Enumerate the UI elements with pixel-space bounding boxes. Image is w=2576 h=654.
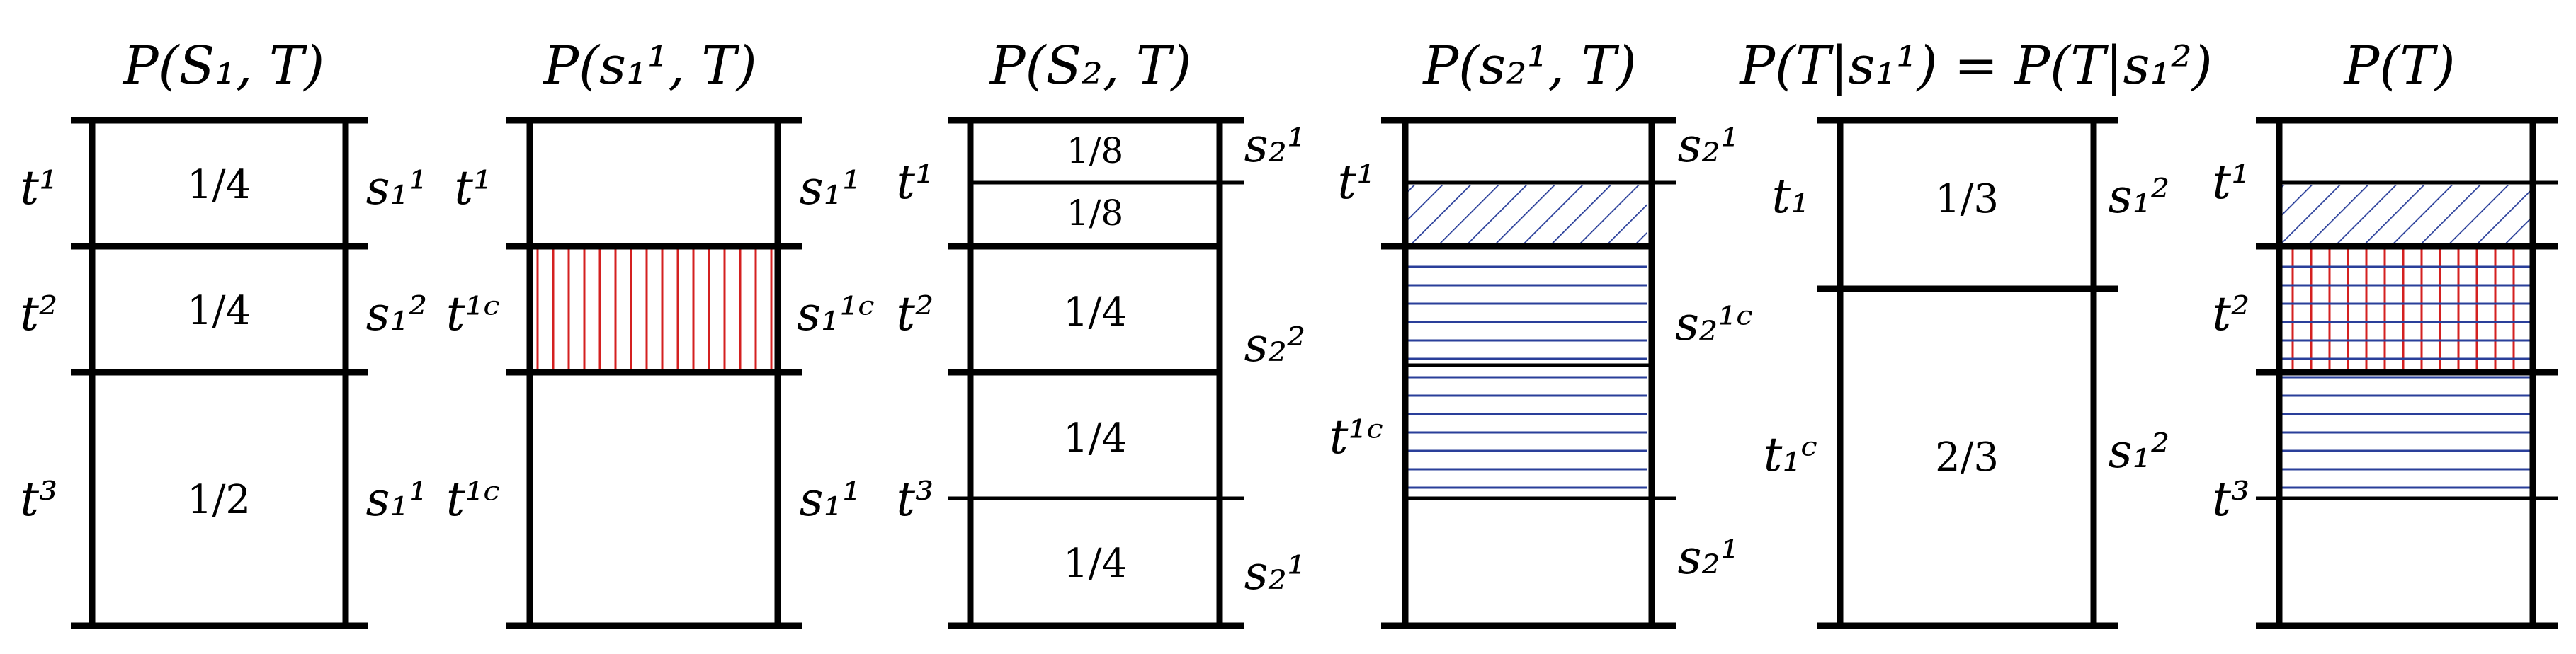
panel-3-title: P(S₂, T) — [989, 35, 1191, 96]
panel-4-right-label-1: s₂¹ — [1678, 118, 1740, 173]
panel-4-left-label-2: t¹ᶜ — [1329, 410, 1383, 464]
panel-1-title: P(S₁, T) — [122, 35, 324, 96]
panel-3-cell-3: 1/4 — [1063, 289, 1127, 335]
panel-6-left-label-2: t² — [2213, 287, 2250, 341]
panel-2-right-label-2: s₁¹ᶜ — [797, 287, 875, 341]
panel-3-cell-4: 1/4 — [1063, 415, 1127, 461]
panel-1-right-label-2: s₁² — [366, 287, 428, 341]
panel-3-cell-1: 1/8 — [1067, 130, 1123, 171]
panel-1-cell-1: 1/4 — [187, 162, 251, 208]
panel-5-right-label-2: s₁² — [2109, 424, 2170, 478]
panel-2-red-hatch — [533, 249, 773, 369]
panel-2-left-label-3: t¹ᶜ — [446, 472, 500, 527]
panel-3-thin-lines — [948, 180, 1244, 500]
panel-2-right-label-1: s₁¹ — [800, 161, 861, 215]
panel-4-left-label-1: t¹ — [1338, 155, 1375, 210]
panel-2-frame — [506, 117, 802, 629]
panel-1-frame — [71, 117, 368, 629]
panel-5-left-label-1: t₁ — [1772, 169, 1810, 224]
panel-2-left-label-2: t¹ᶜ — [446, 287, 500, 341]
panel-3-cell-2: 1/8 — [1067, 193, 1123, 234]
panel-3-right-label-2: s₂² — [1244, 318, 1306, 372]
panel-6-diagonal-hatch — [2282, 185, 2530, 243]
panel-6-frame — [2256, 117, 2558, 629]
panel-4-right-label-2: s₂¹ᶜ — [1675, 297, 1753, 351]
panel-6-title: P(T) — [2343, 35, 2456, 96]
panel-4-thin-lines — [1405, 180, 1676, 500]
panel-4-diagonal-hatch — [1408, 185, 1647, 243]
panel-4: P(s₂¹, T) t¹ t¹ᶜ s₂¹ s₂¹ᶜ s₂¹ — [1329, 35, 1753, 629]
panel-5: P(T|s₁¹) = P(T|s₁²) 1/3 2/3 t₁ t₁ᶜ s₁² s… — [1738, 35, 2213, 629]
panel-1-cell-3: 1/2 — [187, 477, 251, 523]
panel-1-right-label-3: s₁¹ — [366, 472, 428, 527]
panel-6-grid-hatch — [2282, 249, 2530, 369]
panel-1-left-label-2: t² — [21, 287, 58, 341]
panel-3-cell-5: 1/4 — [1063, 541, 1127, 587]
panel-6-horizontal-hatch — [2282, 375, 2530, 495]
panel-3-left-label-3: t³ — [897, 472, 934, 527]
panel-1: P(S₁, T) 1/4 1/4 1/2 t¹ t² t³ s₁¹ s₁² s₁… — [21, 35, 428, 629]
panel-5-cell-1: 1/3 — [1935, 176, 1999, 222]
panel-5-cell-2: 2/3 — [1935, 435, 1999, 481]
panel-3-right-label-3: s₂¹ — [1244, 546, 1306, 600]
panel-1-cell-2: 1/4 — [187, 288, 251, 334]
panel-4-frame — [1381, 117, 1676, 629]
panel-2-title: P(s₁¹, T) — [542, 35, 756, 96]
panel-3-right-label-1: s₂¹ — [1244, 118, 1306, 173]
panel-4-right-label-3: s₂¹ — [1678, 530, 1740, 585]
panel-3-left-label-2: t² — [897, 287, 934, 341]
panel-2-right-label-3: s₁¹ — [800, 472, 861, 527]
panel-3-frame — [948, 117, 1244, 629]
panel-1-right-label-1: s₁¹ — [366, 161, 428, 215]
panel-2-left-label-1: t¹ — [455, 161, 492, 215]
panel-2: P(s₁¹, T) t¹ t¹ᶜ t¹ᶜ s₁¹ s₁¹ᶜ s₁¹ — [446, 35, 875, 629]
panel-5-left-label-2: t₁ᶜ — [1764, 428, 1817, 482]
panel-5-frame — [1817, 117, 2118, 629]
panel-1-left-label-3: t³ — [21, 472, 58, 527]
panel-4-horizontal-hatch — [1408, 249, 1647, 495]
panel-1-left-label-1: t¹ — [21, 161, 58, 215]
panel-6: P(T) t¹ t² t³ — [2213, 35, 2558, 629]
panel-4-title: P(s₂¹, T) — [1422, 35, 1636, 96]
panel-3-left-label-1: t¹ — [897, 155, 934, 210]
panel-6-left-label-1: t¹ — [2213, 155, 2250, 210]
panel-5-title: P(T|s₁¹) = P(T|s₁²) — [1738, 35, 2212, 96]
panel-3: P(S₂, T) 1/8 1/8 1/4 1/4 1/4 t¹ t² t³ s₂… — [897, 35, 1306, 629]
panel-6-thin-lines — [2256, 180, 2558, 500]
panel-5-right-label-1: s₁² — [2109, 169, 2170, 224]
panel-6-left-label-3: t³ — [2213, 472, 2250, 527]
